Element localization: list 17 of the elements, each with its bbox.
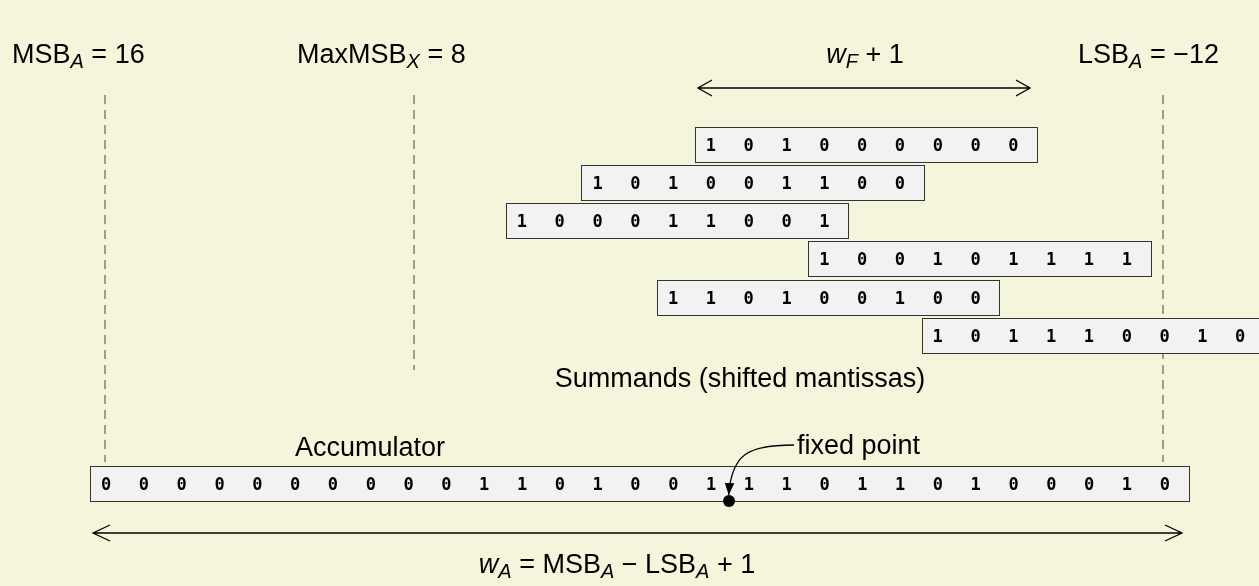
bit-field-box: 1 0 0 1 0 1 1 1 1	[808, 241, 1152, 277]
math-label: w$_{F}$ + 1	[826, 38, 904, 74]
bit-field-box: 1 0 1 1 1 0 0 1 0	[921, 318, 1259, 354]
leader-line	[725, 444, 795, 496]
math-label: MSB$_{A}$ = 16	[12, 38, 145, 74]
math-label: MaxMSB$_{X}$ = 8	[297, 38, 466, 74]
bit-field-box: 1 0 1 0 0 0 0 0 0	[694, 127, 1039, 163]
annotation-text: fixed point	[797, 428, 921, 462]
math-label: w$_{A}$ = MSB$_{A}$ − LSB$_{A}$ + 1	[478, 548, 756, 584]
math-label: Summands (shifted mantissas)	[554, 362, 926, 395]
register-heading: Accumulator	[295, 431, 446, 464]
bit-field-box: 1 1 0 1 0 0 1 0 0	[657, 280, 1001, 316]
accumulator-register: 0 0 0 0 0 0 0 0 0 0 1 1 0 1 0 0 1 1 1 0 1 1 0 1 0 0 0 1 0	[90, 466, 1190, 502]
bit-field-box: 1 0 0 0 1 1 0 0 1	[505, 203, 850, 239]
fixed-point-dot	[722, 495, 735, 507]
bit-field-box: 1 0 1 0 0 1 1 0 0	[581, 165, 925, 201]
math-label: LSB$_{A}$ = −12	[1078, 38, 1219, 74]
